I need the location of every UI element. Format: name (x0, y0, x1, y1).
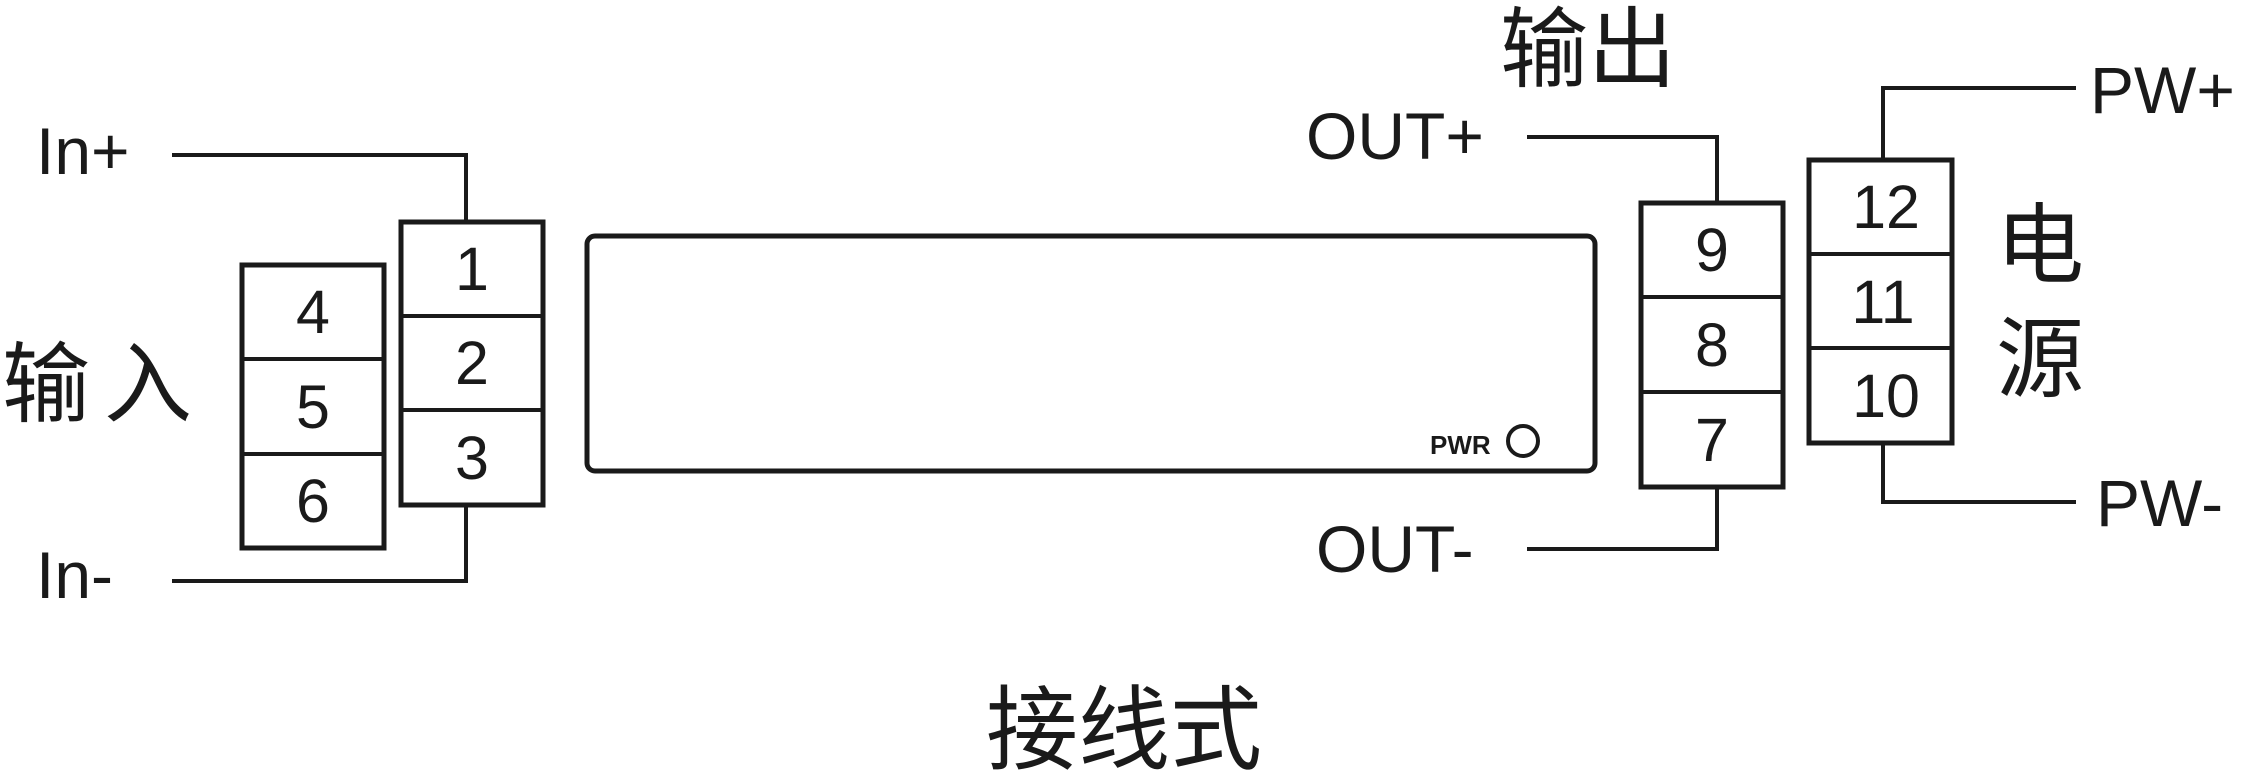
pw-minus-label: PW- (2096, 466, 2223, 540)
in-plus-label: In+ (36, 114, 130, 188)
input-title-char-1: 输 (2, 333, 90, 436)
power-title-char-1: 电 (1996, 194, 2084, 297)
terminal-1: 1 (455, 235, 489, 303)
terminal-5: 5 (296, 373, 330, 441)
terminal-2: 2 (455, 329, 489, 397)
terminal-11: 11 (1851, 268, 1914, 336)
pw-minus-wire (1881, 443, 2076, 504)
terminal-6: 6 (296, 467, 330, 535)
terminal-7: 7 (1695, 406, 1729, 474)
pw-plus-label: PW+ (2090, 53, 2235, 127)
output-section: 输出 OUT+ OUT- 9 8 7 (1306, 0, 1786, 586)
terminal-block-frame (239, 262, 387, 551)
terminal-3: 3 (455, 424, 489, 492)
input-terminal-block-inner: 1 2 3 (398, 219, 546, 508)
terminal-block-frame (1638, 200, 1786, 490)
terminal-block-frame (398, 219, 546, 508)
output-title: 输出 (1500, 0, 1676, 101)
diagram-caption: 接线式 (986, 677, 1262, 781)
output-terminal-block: 9 8 7 (1638, 200, 1786, 490)
in-minus-label: In- (36, 538, 113, 612)
pw-plus-wire (1881, 86, 2076, 160)
terminal-12: 12 (1852, 173, 1920, 241)
out-plus-wire (1527, 135, 1719, 203)
pwr-indicator-label: PWR (1430, 430, 1491, 460)
power-terminal-block: 12 11 10 (1806, 157, 1955, 446)
terminal-block-frame (1806, 157, 1955, 446)
module-body: PWR (584, 233, 1598, 474)
in-plus-wire (172, 153, 468, 222)
in-minus-wire (172, 494, 468, 583)
input-title-char-2: 入 (104, 333, 192, 436)
out-plus-label: OUT+ (1306, 99, 1484, 173)
power-title-char-2: 源 (1996, 308, 2084, 411)
out-minus-label: OUT- (1316, 512, 1474, 586)
module-housing (584, 233, 1598, 474)
input-terminal-block-outer: 4 5 6 (239, 262, 387, 551)
terminal-8: 8 (1695, 311, 1729, 379)
out-minus-wire (1527, 487, 1719, 551)
terminal-4: 4 (296, 278, 330, 346)
terminal-10: 10 (1852, 362, 1920, 430)
input-section: 输 入 In+ In- 4 5 6 1 2 3 (2, 114, 546, 612)
power-section: 电 源 PW+ PW- 12 11 10 (1806, 53, 2235, 540)
terminal-9: 9 (1695, 216, 1729, 284)
pwr-led-icon (1506, 424, 1540, 458)
